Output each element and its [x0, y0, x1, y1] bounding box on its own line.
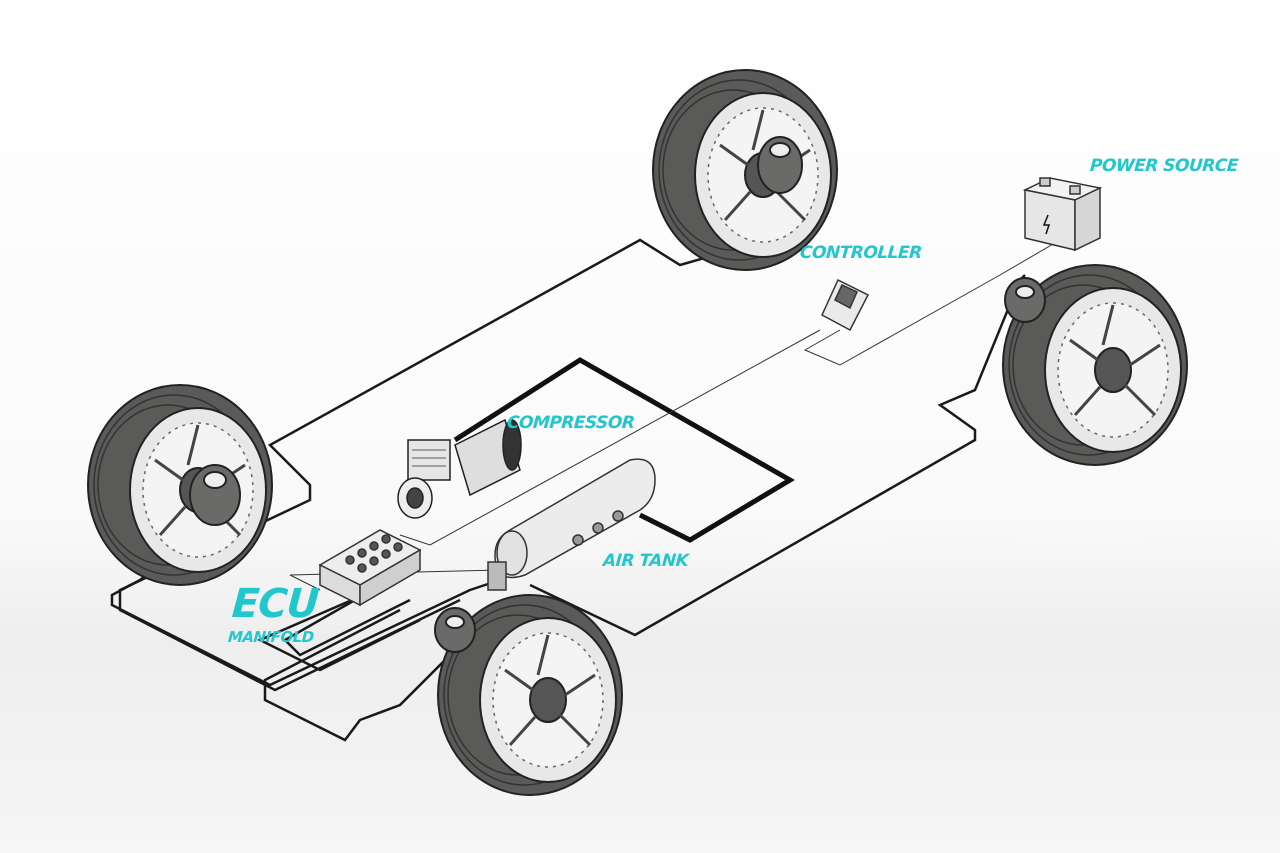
controller-icon — [821, 278, 870, 332]
compressor-line — [453, 357, 795, 543]
air-tank-icon — [487, 458, 656, 591]
label-air-tank: AIR TANK — [602, 551, 690, 571]
air-bag-icon — [189, 136, 1046, 653]
label-ecu: ECU — [230, 581, 320, 627]
label-manifold: MANIFOLD — [227, 628, 315, 646]
wheel-front-left — [86, 383, 274, 587]
battery-icon — [1022, 177, 1103, 252]
wheel-rear-left — [651, 68, 839, 272]
ecu-manifold-icon — [318, 529, 422, 607]
electrical-lines — [289, 239, 1061, 591]
label-power-source: POWER SOURCE — [1089, 156, 1239, 176]
compressor-icon — [397, 418, 522, 519]
label-controller: CONTROLLER — [799, 243, 923, 263]
label-compressor: COMPRESSOR — [506, 413, 636, 433]
